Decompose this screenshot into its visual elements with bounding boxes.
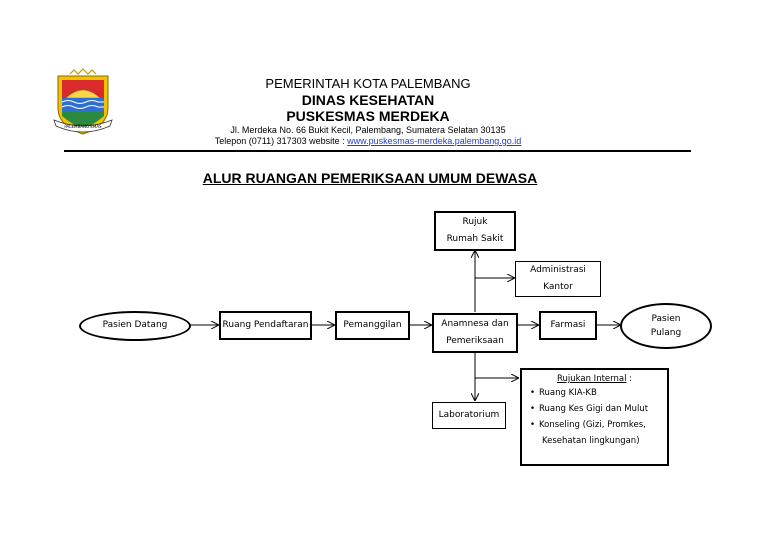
svg-text:PALEMBANG EMAS: PALEMBANG EMAS <box>64 124 102 129</box>
node-pemanggilan: Pemanggilan <box>335 311 410 340</box>
node-pasien-datang-label: Pasien Datang <box>102 320 168 331</box>
node-farmasi: Farmasi <box>539 311 597 340</box>
node-laboratorium: Laboratorium <box>432 402 506 429</box>
node-pasien-pulang-label-1: Pasien <box>651 313 681 324</box>
node-rujuk-label-1: Rujuk <box>462 216 488 227</box>
header-government: PEMERINTAH KOTA PALEMBANG <box>265 76 471 91</box>
header-contact: Telepon (0711) 317303 website : www.pusk… <box>168 136 568 146</box>
node-farmasi-label: Farmasi <box>550 319 586 330</box>
rujukan-internal-title-suffix: : <box>626 374 633 384</box>
node-pemanggilan-label: Pemanggilan <box>343 319 402 330</box>
node-anamnesa-label-1: Anamnesa dan <box>441 318 509 329</box>
contact-text: Telepon (0711) 317303 website : <box>214 136 348 146</box>
header-address: Jl. Merdeka No. 66 Bukit Kecil, Palemban… <box>230 125 506 135</box>
rujukan-item-konseling: Konseling (Gizi, Promkes, <box>530 420 659 431</box>
node-administrasi-label-2: Kantor <box>543 282 573 292</box>
node-administrasi-label-1: Administrasi <box>530 264 586 275</box>
rujukan-item-kia-kb: Ruang KIA-KB <box>530 388 659 399</box>
rujukan-internal-title-text: Rujukan Internal <box>556 374 627 384</box>
node-laboratorium-label: Laboratorium <box>438 409 500 420</box>
rujukan-internal-title: Rujukan Internal : <box>530 374 659 384</box>
header-agency: DINAS KESEHATAN <box>301 92 435 108</box>
node-ruang-pendaftaran-label: Ruang Pendaftaran <box>222 319 309 330</box>
node-rujuk-label-2: Rumah Sakit <box>446 234 504 244</box>
node-pasien-datang: Pasien Datang <box>79 311 191 341</box>
node-pasien-pulang-label-2: Pulang <box>650 328 682 338</box>
website-link[interactable]: www.puskesmas-merdeka.palembang.go.id <box>347 136 522 146</box>
node-ruang-pendaftaran: Ruang Pendaftaran <box>219 311 312 340</box>
rujukan-item-konseling-cont: Kesehatan lingkungan) <box>542 436 640 447</box>
rujukan-internal-box: Rujukan Internal : Ruang KIA-KB Ruang Ke… <box>520 368 669 466</box>
page-title: ALUR RUANGAN PEMERIKSAAN UMUM DEWASA <box>202 170 538 186</box>
rujukan-item-gigi-mulut: Ruang Kes Gigi dan Mulut <box>530 404 659 415</box>
node-anamnesa-label-2: Pemeriksaan <box>446 336 504 346</box>
header-institution: PUSKESMAS MERDEKA <box>286 108 450 124</box>
header-divider <box>64 150 691 152</box>
palembang-crest-logo: PALEMBANG EMAS <box>53 68 113 135</box>
